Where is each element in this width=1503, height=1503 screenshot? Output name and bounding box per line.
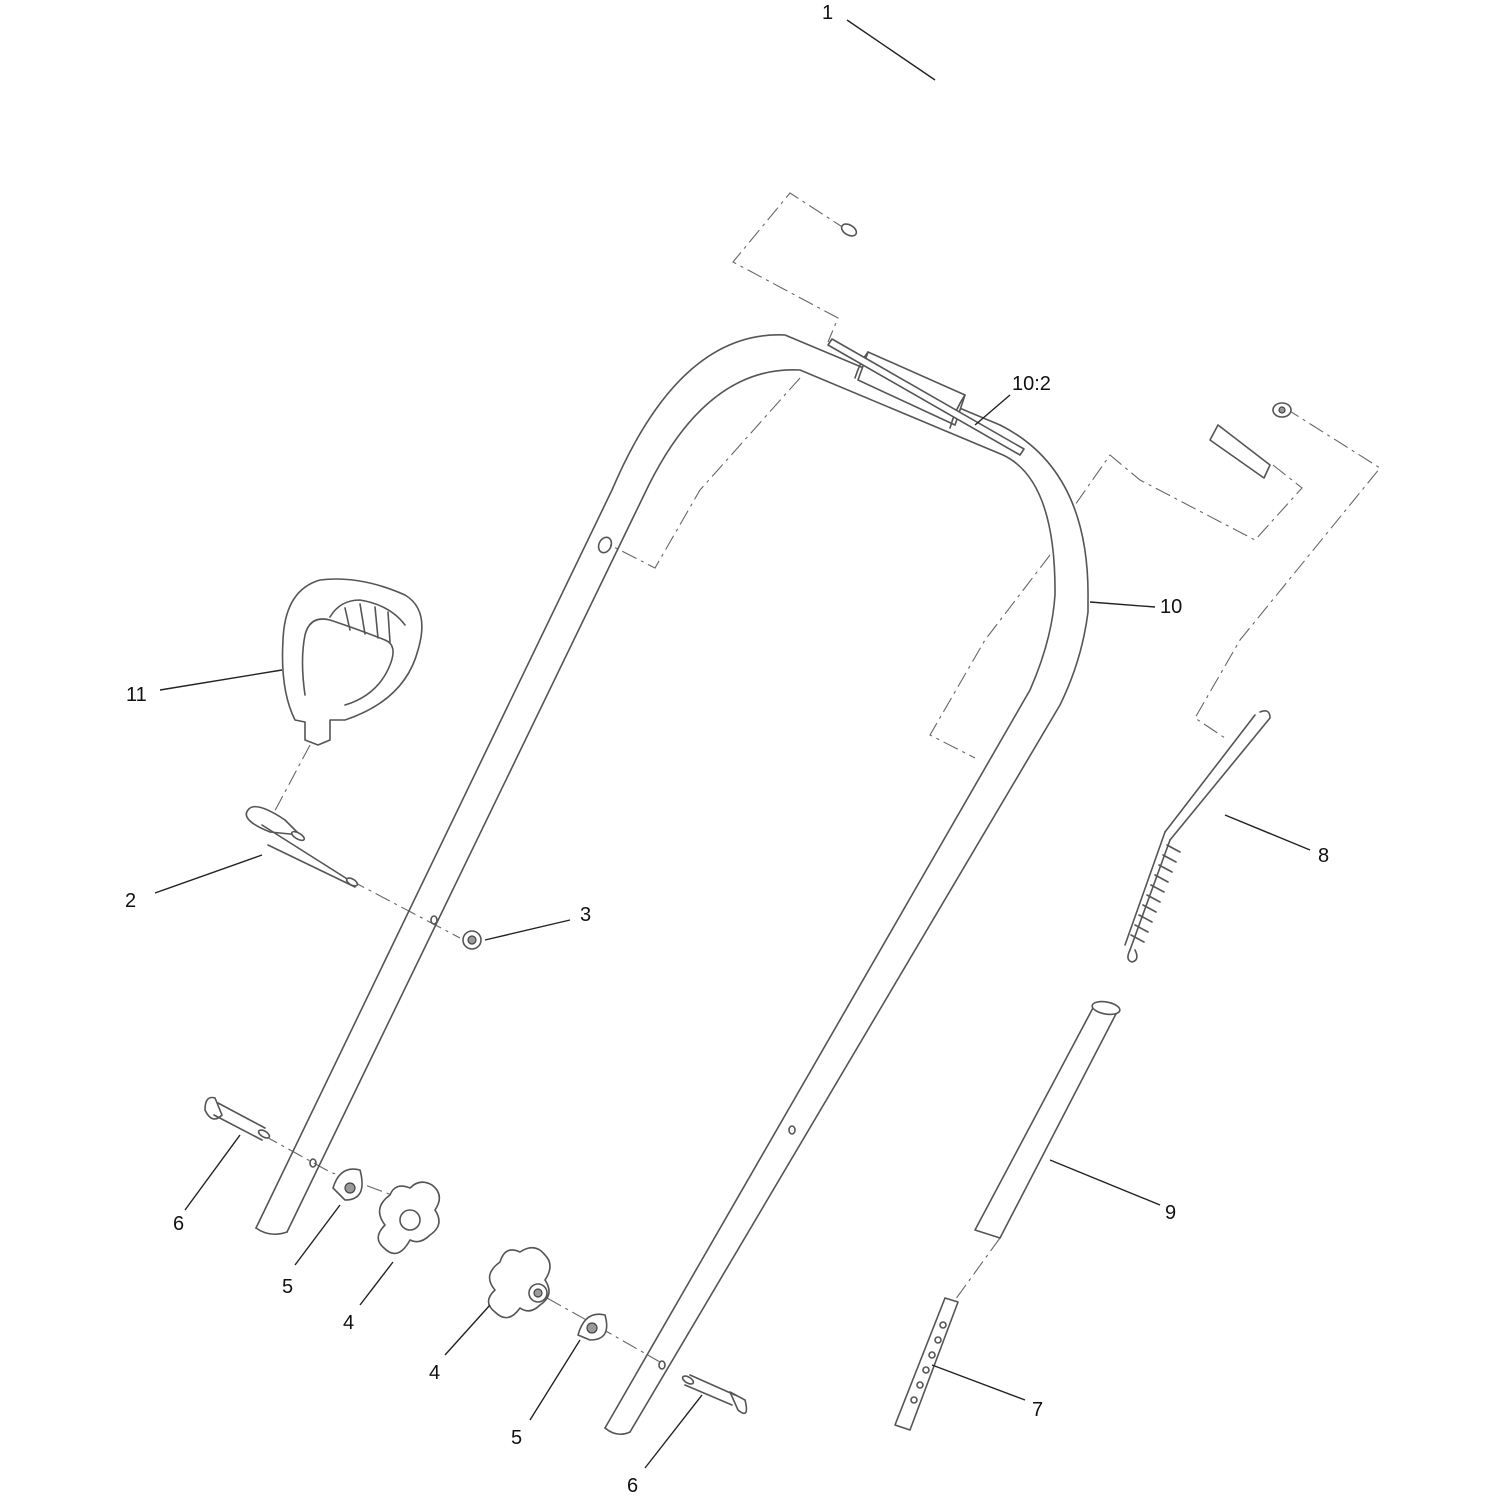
part-7-plate [894, 1297, 959, 1431]
part-5-washer-right [577, 1313, 608, 1341]
part-9-tube [974, 1000, 1121, 1239]
part-5-washer-left [332, 1168, 363, 1201]
phantom-lines [262, 192, 1381, 1363]
callout-10: 10 [1160, 596, 1183, 618]
callout-10-2: 10:2 [1012, 373, 1051, 395]
part-4-knob-left [377, 1181, 441, 1255]
callout-9: 9 [1165, 1202, 1177, 1224]
callout-5-right: 5 [511, 1427, 523, 1449]
part-4-knob-right [487, 1246, 551, 1319]
part-2-pin [245, 805, 359, 888]
callout-6-left: 6 [173, 1213, 185, 1235]
callout-1: 1 [822, 2, 834, 24]
callout-6-right: 6 [627, 1475, 639, 1497]
leader-lines [154, 19, 1311, 1469]
part-6-bolt-left [204, 1096, 271, 1141]
callout-8: 8 [1318, 845, 1330, 867]
callout-7: 7 [1032, 1399, 1044, 1421]
callout-11: 11 [126, 684, 147, 706]
part-10-handle-frame [255, 334, 1089, 1436]
part-8-spring [1124, 710, 1271, 963]
part-1-bail-wire [840, 31, 1321, 479]
part-6-bolt-right [681, 1374, 748, 1415]
callout-4-right: 4 [429, 1362, 441, 1384]
part-11-grip [281, 578, 423, 746]
callout-2: 2 [125, 890, 137, 912]
part-3-nut [462, 930, 482, 950]
callout-5-left: 5 [282, 1276, 294, 1298]
callout-3: 3 [580, 904, 592, 926]
callout-4-left: 4 [343, 1312, 355, 1334]
